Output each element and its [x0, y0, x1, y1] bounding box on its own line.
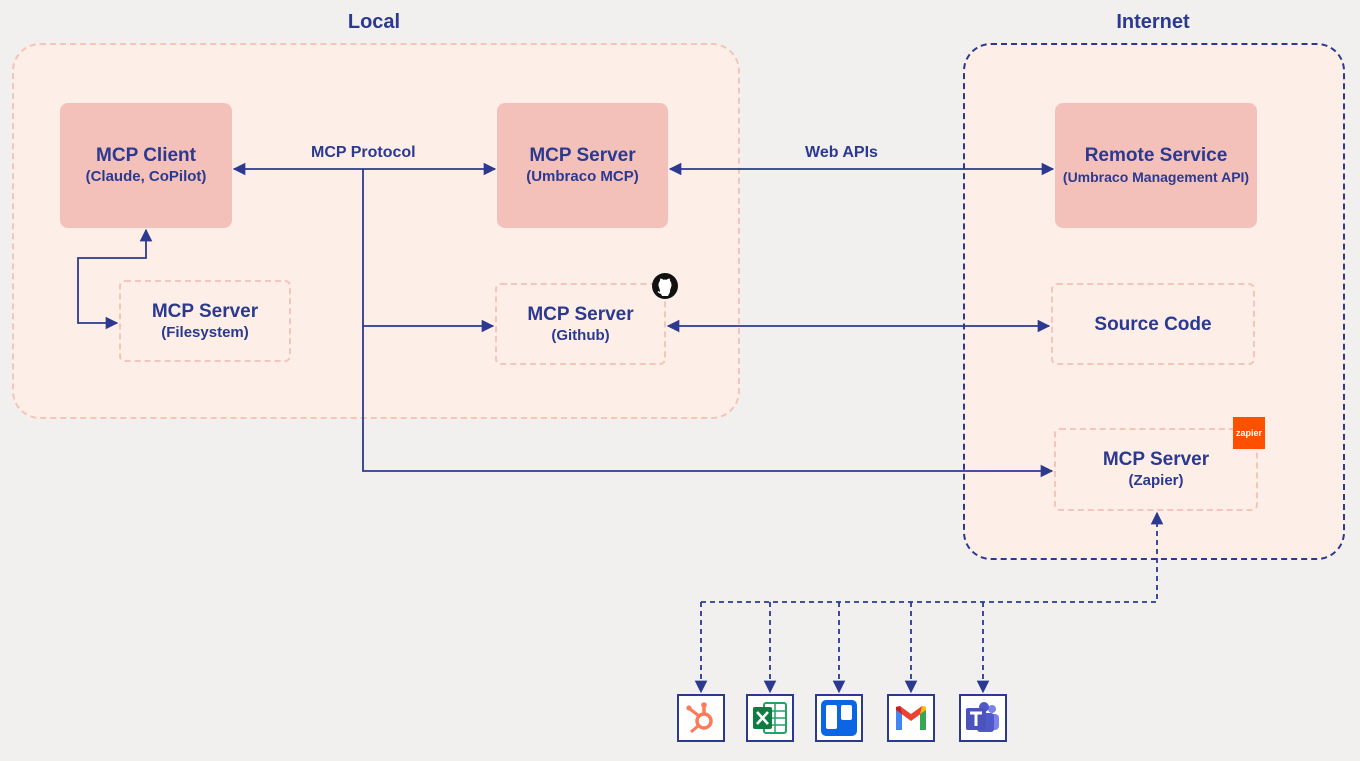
- mcp-protocol-label: MCP Protocol: [311, 144, 416, 161]
- web-apis-label: Web APIs: [805, 144, 878, 161]
- local-region-label: Local: [347, 11, 401, 33]
- mcp-server-umbraco-title: MCP Server: [529, 145, 636, 166]
- zapier-logo: zapier: [1233, 417, 1265, 449]
- internet-region-label: Internet: [1116, 11, 1190, 33]
- github-icon: [652, 273, 678, 299]
- mcp-server-umbraco-node[interactable]: MCP Server (Umbraco MCP): [497, 103, 668, 228]
- mcp-server-github-title: MCP Server: [527, 303, 634, 325]
- remote-service-title: Remote Service: [1084, 145, 1228, 166]
- branch-to-github-line: [362, 169, 495, 333]
- mcp-server-filesystem-node[interactable]: MCP Server (Filesystem): [119, 280, 291, 362]
- teams-icon[interactable]: [959, 694, 1007, 742]
- source-code-node[interactable]: Source Code: [1051, 283, 1255, 365]
- mcp-server-zapier-title: MCP Server: [1102, 449, 1210, 470]
- mcp-client-subtitle: (Claude, CoPilot): [85, 168, 207, 185]
- client-filesystem-line: [77, 228, 153, 330]
- mcp-server-filesystem-title: MCP Server: [151, 300, 259, 322]
- trello-icon[interactable]: [815, 694, 863, 742]
- mcp-client-node[interactable]: MCP Client (Claude, CoPilot): [60, 103, 232, 228]
- remote-service-subtitle: (Umbraco Management API): [1062, 169, 1250, 185]
- mcp-server-filesystem-subtitle: (Filesystem): [161, 323, 249, 341]
- gmail-icon[interactable]: [887, 694, 935, 742]
- remote-service-node[interactable]: Remote Service (Umbraco Management API): [1055, 103, 1257, 228]
- source-code-title: Source Code: [1094, 313, 1212, 335]
- branch-to-zapier-line: [362, 326, 1054, 478]
- mcp-server-zapier-node[interactable]: MCP Server (Zapier): [1054, 428, 1258, 511]
- mcp-server-github-subtitle: (Github): [551, 326, 610, 344]
- zapier-apps-trunk: [701, 511, 1164, 603]
- mcp-server-github-node[interactable]: MCP Server (Github): [495, 283, 666, 365]
- mcp-server-zapier-subtitle: (Zapier): [1128, 472, 1184, 489]
- mcp-server-umbraco-subtitle: (Umbraco MCP): [526, 168, 639, 185]
- mcp-client-title: MCP Client: [96, 145, 196, 166]
- excel-icon[interactable]: [746, 694, 794, 742]
- hubspot-icon[interactable]: [677, 694, 725, 742]
